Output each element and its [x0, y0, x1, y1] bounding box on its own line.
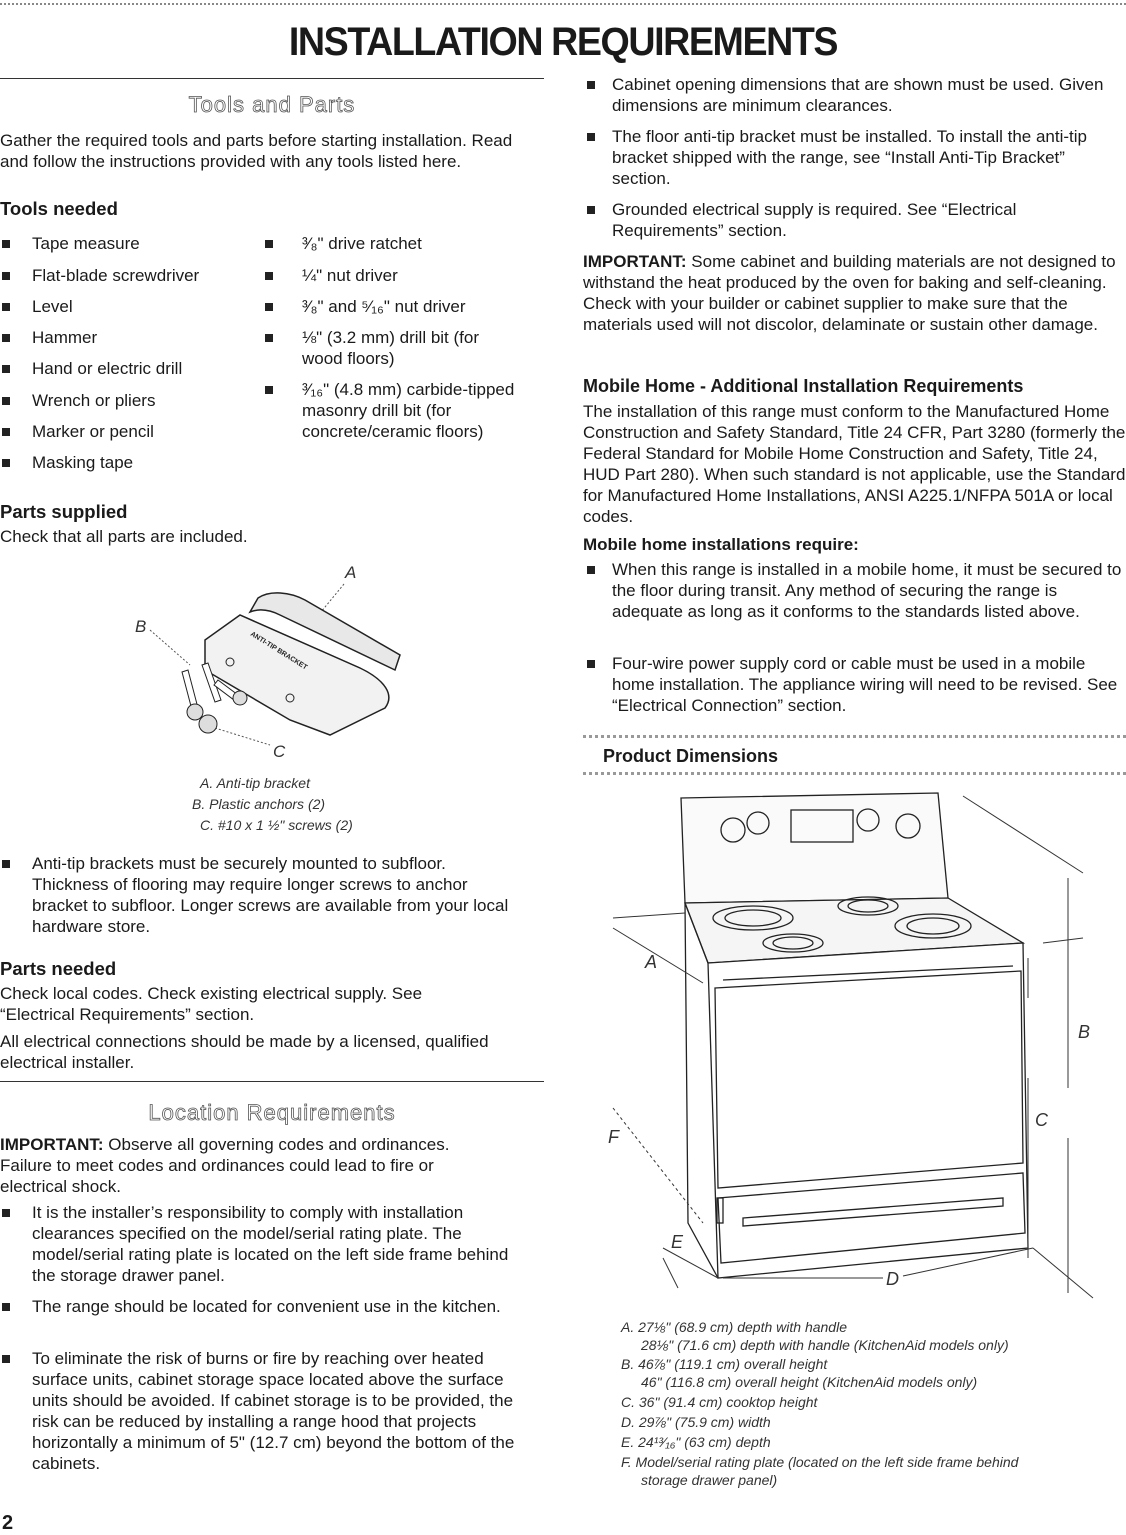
caption-c: C. #10 x 1 ½" screws (2)	[200, 817, 353, 833]
dim-label-f: F	[608, 1127, 620, 1147]
dim-label-d: D	[886, 1269, 899, 1289]
parts-needed-text-1: Check local codes. Check existing electr…	[0, 984, 423, 1024]
dim-caption-f: F. Model/serial rating plate (located on…	[621, 1454, 1019, 1470]
dim-label-e: E	[671, 1232, 684, 1252]
dim-caption-f-cont: storage drawer panel)	[641, 1472, 778, 1488]
location-heading: Location Requirements	[148, 1100, 396, 1125]
dim-caption-a: A. 27⅛" (68.9 cm) depth with handle	[621, 1319, 847, 1335]
dotted-rule	[583, 772, 1126, 775]
mobile-home-text: The installation of this range must conf…	[583, 402, 1126, 526]
dim-caption-c: C. 36" (91.4 cm) cooktop height	[621, 1394, 818, 1410]
callout-c: C	[273, 742, 286, 760]
dim-caption-a-kitchenaid: 28⅛" (71.6 cm) depth with handle (Kitche…	[641, 1337, 1009, 1353]
page-number: 2	[2, 1512, 14, 1534]
dim-caption-e: E. 24¹³⁄₁₆" (63 cm) depth	[621, 1434, 771, 1450]
dim-caption-b: B. 46⅞" (119.1 cm) overall height	[621, 1356, 828, 1372]
location-important: IMPORTANT: Observe all governing codes a…	[0, 1135, 450, 1196]
section-rule	[0, 1081, 544, 1082]
range-dimensions-diagram: A B C D E F	[608, 792, 1094, 1299]
parts-needed-text-2: All electrical connections should be mad…	[0, 1032, 489, 1072]
tools-intro: Gather the required tools and parts befo…	[0, 131, 513, 171]
dim-caption-d: D. 29⅞" (75.9 cm) width	[621, 1414, 771, 1430]
right-important: IMPORTANT: Some cabinet and building mat…	[583, 252, 1116, 334]
mobile-installations-heading: Mobile home installations require:	[583, 535, 859, 554]
parts-supplied-text: Check that all parts are included.	[0, 527, 248, 546]
callout-b: B	[135, 617, 146, 636]
top-dotted-border	[0, 3, 1126, 5]
parts-needed-heading: Parts needed	[0, 958, 117, 979]
dim-caption-b-kitchenaid: 46" (116.8 cm) overall height (KitchenAi…	[641, 1374, 978, 1390]
parts-supplied-heading: Parts supplied	[0, 501, 128, 522]
tools-parts-heading: Tools and Parts	[188, 92, 356, 117]
page-title: INSTALLATION REQUIREMENTS	[288, 20, 839, 64]
product-dimensions-heading: Product Dimensions	[603, 746, 779, 766]
caption-a: A. Anti-tip bracket	[200, 775, 310, 791]
dim-label-b: B	[1078, 1022, 1090, 1042]
anti-tip-bracket-illustration: A B C ANTI-TIP BRACKET	[135, 563, 401, 760]
dotted-rule	[583, 735, 1126, 738]
dim-label-c: C	[1035, 1110, 1049, 1130]
caption-b: B. Plastic anchors (2)	[192, 796, 326, 812]
section-rule	[0, 78, 544, 79]
callout-a: A	[344, 563, 356, 582]
tools-needed-heading: Tools needed	[0, 198, 118, 219]
mobile-home-heading: Mobile Home - Additional Installation Re…	[583, 376, 1024, 396]
dim-label-a: A	[644, 952, 657, 972]
